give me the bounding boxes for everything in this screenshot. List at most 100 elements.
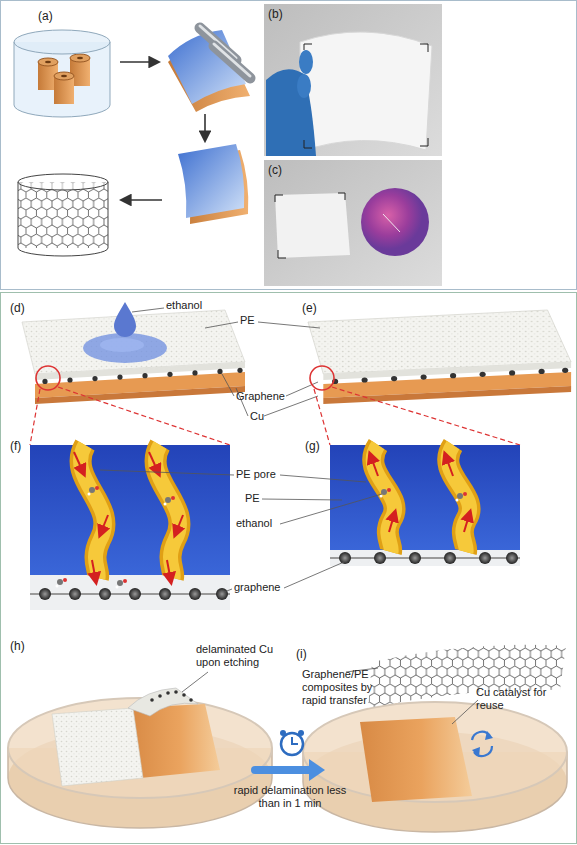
zoom-circle [36,366,60,390]
leader-line [222,374,234,396]
panel-label: (i) [296,648,307,662]
leader-line [280,475,366,482]
pe-pore [81,445,105,578]
leader-line [286,382,318,396]
petri-dish [303,702,567,832]
panel-label: (a) [38,10,53,24]
callout-label: Graphene/PE composites by rapid transfer [302,668,387,707]
pe-pore-core [373,445,394,552]
clock-bell [280,730,286,736]
process-arrow [122,199,162,201]
ethanol-puddle [83,333,167,363]
arrow-head [309,759,325,781]
leader-line [284,562,344,588]
callout-label: Graphene [236,390,285,403]
panel-label: (c) [268,164,282,178]
graphene-film-bg [368,645,566,708]
cu-rolls [38,54,90,104]
callout-label: ethanol [166,299,202,312]
flow-arrows [74,452,183,582]
petri-dish [8,698,272,828]
photo [264,4,442,156]
cu-sample [360,717,472,802]
layer-stack [308,310,571,404]
roller-highlight [214,44,250,76]
ethanol-drop [114,302,136,337]
zoom-circle [310,366,334,390]
leader-line [205,322,238,328]
photo [264,160,442,286]
callout-label: graphene [234,581,281,594]
dish-panel: delaminated Cu upon etching [0,630,255,830]
graphene-dots [150,690,193,702]
panel-label: (g) [305,440,320,454]
leader-line [182,672,208,692]
clock-bell [298,730,304,736]
recycle-head [485,731,493,740]
callout-label: delaminated Cu upon etching [196,643,288,669]
cylinder-top [18,174,108,190]
panel-label: (h) [10,640,25,654]
callout-label: Cu catalyst for reuse [476,686,556,712]
edge-label: rapid delamination less than in 1 min [225,784,355,810]
process-arrow [204,114,206,140]
wafer-mark [383,214,400,232]
finger [297,74,311,98]
pe-sheet [275,193,350,258]
flow-arrow [255,759,325,781]
substrate-band [330,550,520,566]
pe-sheet [300,32,432,152]
leader-line [280,494,382,524]
ethanol-molecules [56,486,176,589]
zoom-lines [30,387,520,445]
recycle-head [472,747,480,757]
panel-label: (f) [10,440,21,454]
graphene-cylinder-bg [18,182,108,248]
clock-icon [281,733,303,755]
panel-border [1,293,577,844]
pe-pore [373,445,394,552]
corner-marks [275,193,345,258]
clock-hands [292,737,298,744]
ethanol-molecules [380,488,468,502]
process-arrow [120,61,158,63]
dish-panel: Graphene/PE composites by rapid transfer… [325,630,575,830]
graphene-sheet [330,557,520,559]
puddle-highlight [100,338,144,352]
jar-top [14,30,110,54]
leader-line [132,308,164,312]
recycle-icon [472,732,492,756]
arrow-shaft [255,766,311,774]
graphene-film [368,645,566,708]
graphene-atoms [39,588,228,600]
wafer [361,188,429,256]
delaminated-edge [128,688,198,716]
leader-line [224,589,232,592]
callout-label: ethanol [236,517,272,530]
corner-marks [304,44,428,148]
pe-pore [156,445,180,578]
pe-pore-core [448,445,469,552]
panel-border [1,1,577,290]
graphene-cylinder [18,182,108,248]
callout-label: PE [245,492,260,505]
leader-line [262,499,342,500]
glove [266,69,316,156]
graphene-atoms [339,552,518,564]
pe-matrix [30,445,230,575]
pe-sample [52,708,143,786]
panel-label: (d) [10,302,25,316]
flow-arrows [370,454,470,532]
leader-line [100,470,234,475]
callout-label: Cu [250,410,264,423]
leader-line [258,322,320,328]
leader-line [452,700,478,724]
callout-label: PE pore [236,468,276,481]
callout-label: PE [240,314,255,327]
pe-pore-core [81,445,105,578]
pe-film [178,144,244,218]
panel-label: (e) [302,302,317,316]
